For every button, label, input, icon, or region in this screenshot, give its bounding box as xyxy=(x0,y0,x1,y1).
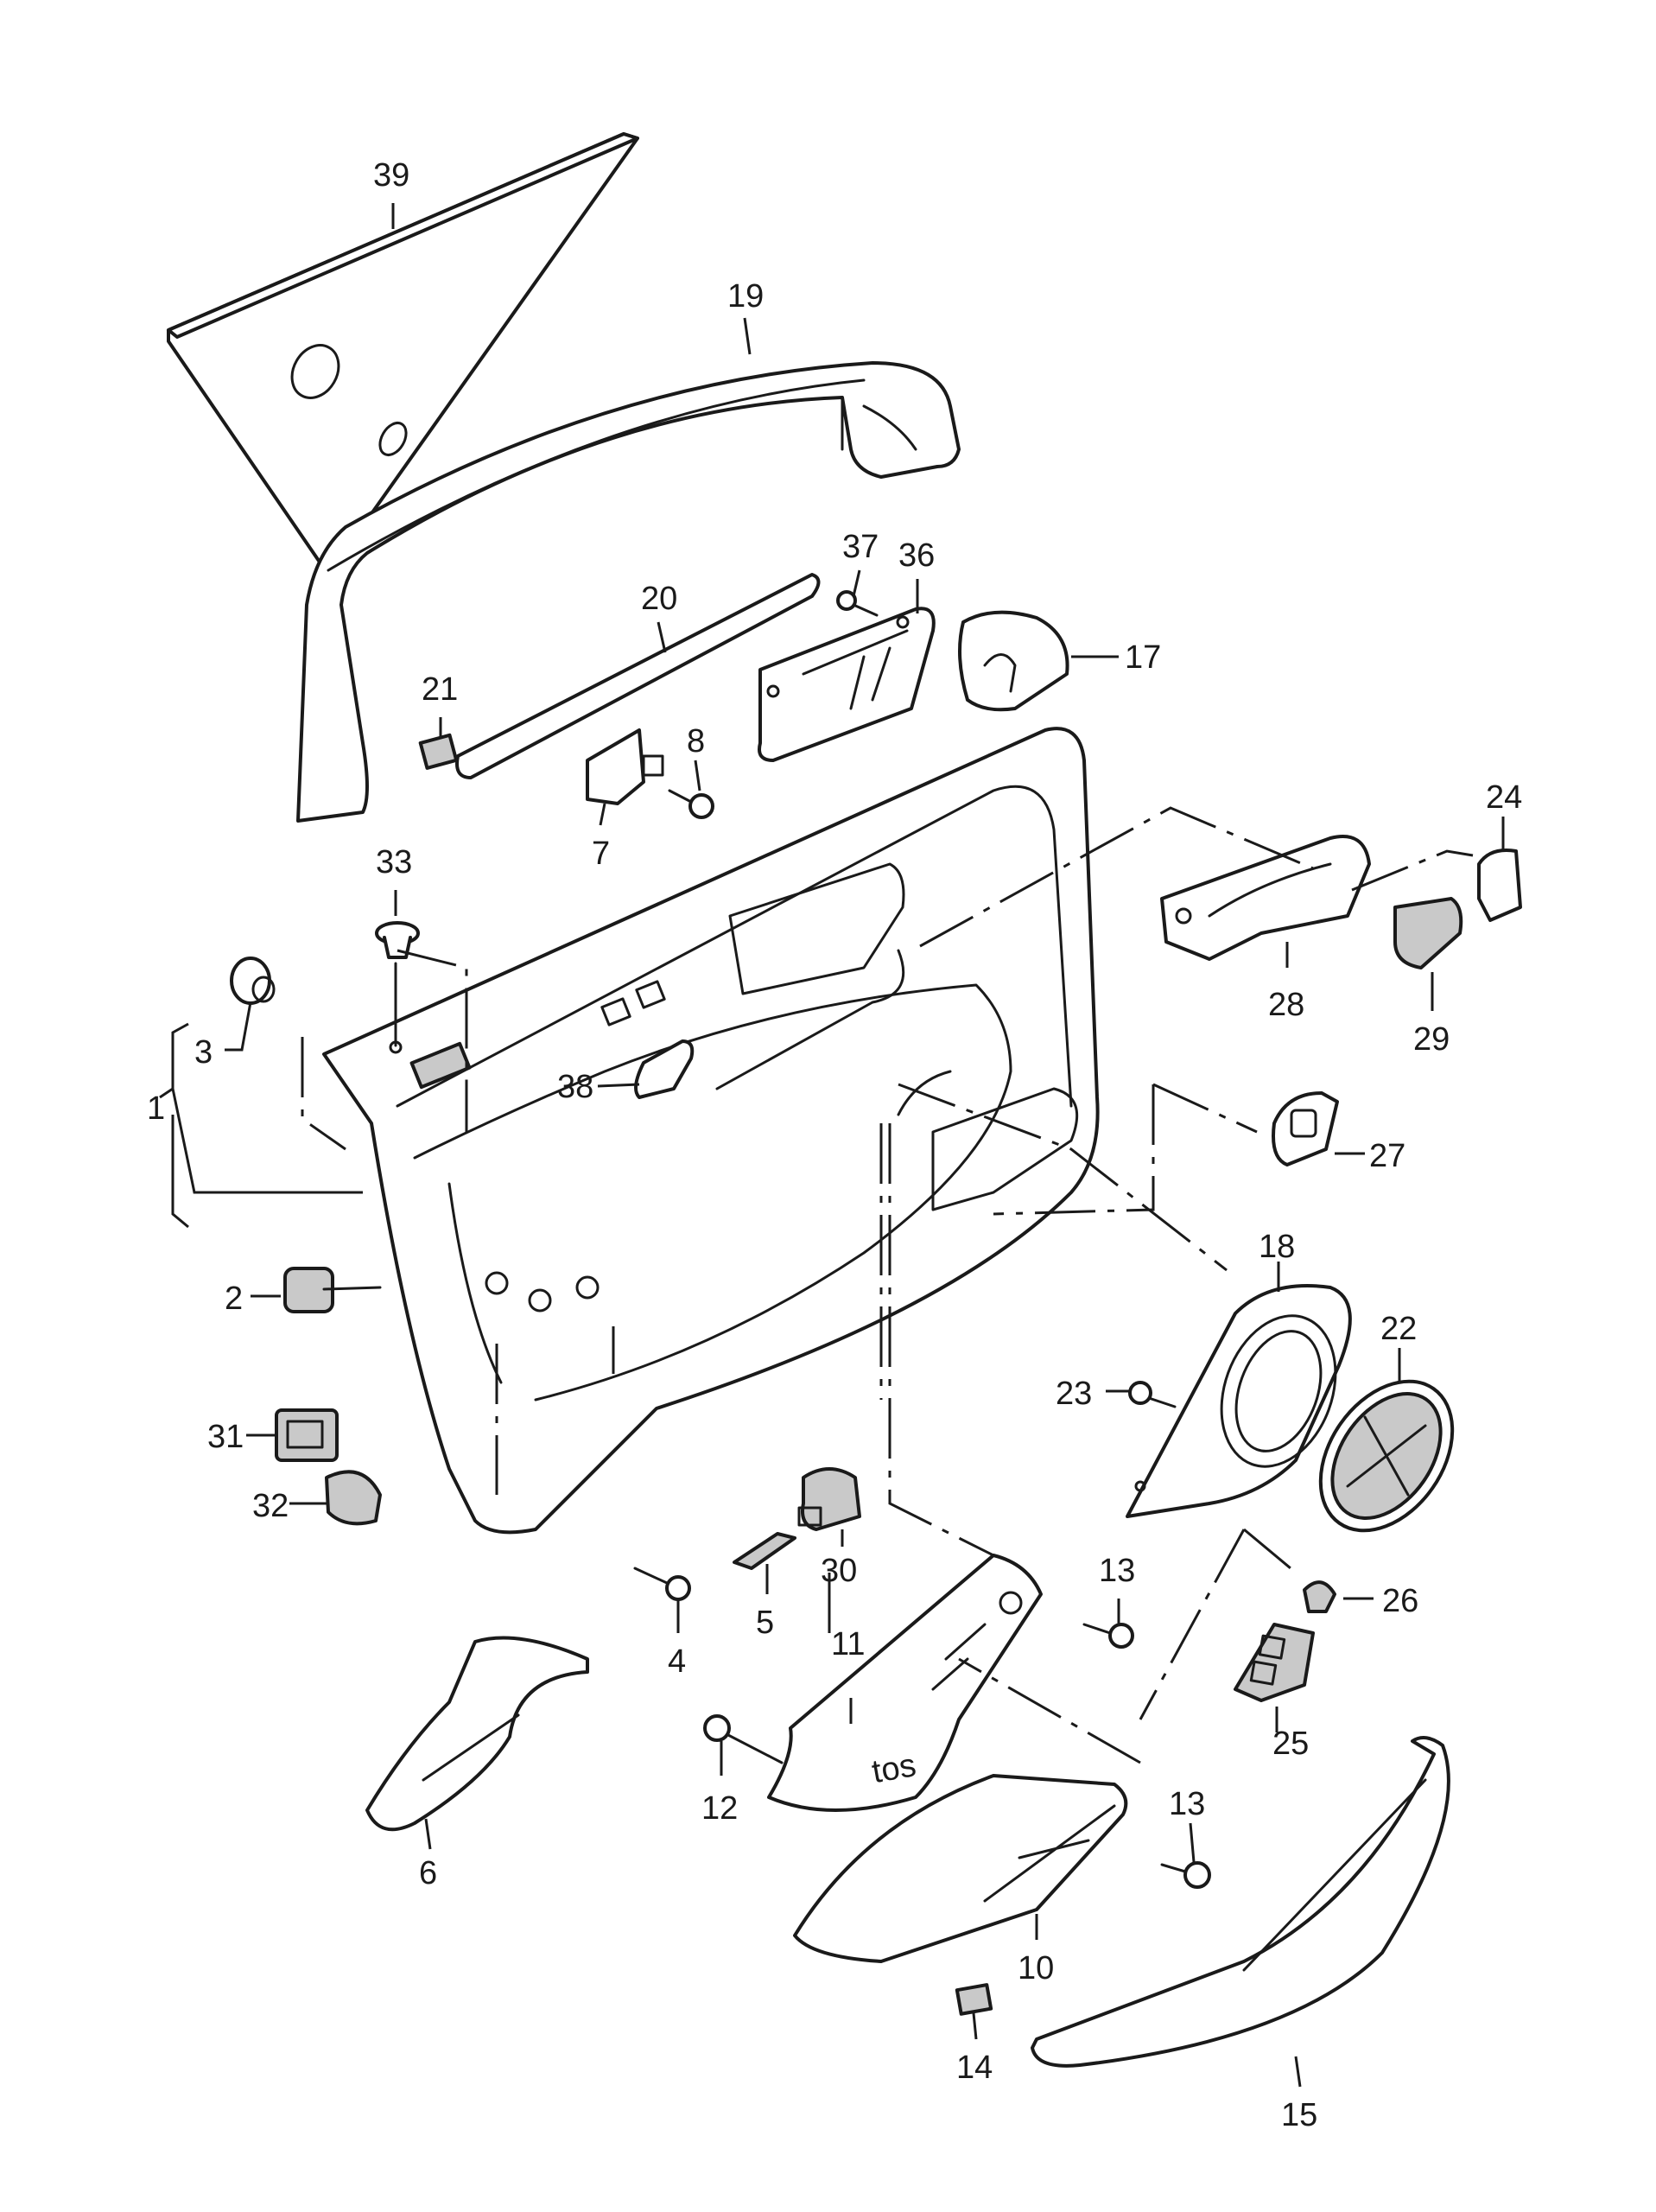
part-2-plug xyxy=(283,1267,382,1313)
part-29-switch xyxy=(1393,897,1463,969)
part-15-lower-trim-strip xyxy=(1031,1736,1450,2068)
callout-12: 12 xyxy=(701,1790,738,1827)
part-27-switch-frame xyxy=(1272,1091,1339,1166)
part-3-clip xyxy=(230,957,276,1005)
part-14-clip xyxy=(955,1983,993,2016)
callout-23: 23 xyxy=(1056,1376,1092,1412)
callout-36: 36 xyxy=(898,537,935,574)
part-22-speaker-grille xyxy=(1318,1379,1455,1533)
callout-28: 28 xyxy=(1268,987,1304,1023)
callout-18: 18 xyxy=(1259,1229,1295,1265)
part-21-clip xyxy=(418,733,459,770)
part-18-speaker-trim xyxy=(1126,1284,1352,1518)
callout-2: 2 xyxy=(225,1281,243,1317)
callout-26: 26 xyxy=(1382,1583,1418,1619)
callout-31: 31 xyxy=(207,1419,244,1455)
part-38-handle-frame xyxy=(634,1039,695,1099)
callout-3: 3 xyxy=(194,1034,213,1071)
callout-30: 30 xyxy=(821,1553,857,1589)
callout-25: 25 xyxy=(1272,1726,1309,1762)
part-12-screw xyxy=(703,1714,784,1764)
part-31-switch xyxy=(275,1408,339,1462)
callout-10: 10 xyxy=(1018,1950,1054,1986)
assembly-lines xyxy=(301,806,1474,1764)
callout-17: 17 xyxy=(1125,639,1161,676)
part-6-pocket-trim xyxy=(365,1636,589,1832)
callout-33: 33 xyxy=(376,844,412,880)
callout-14: 14 xyxy=(956,2050,993,2086)
part-24-cap xyxy=(1477,849,1522,922)
part-10-armrest xyxy=(793,1774,1128,1963)
callout-4: 4 xyxy=(668,1643,686,1680)
callouts: 39 19 37 36 20 17 21 8 7 33 24 28 29 3 1… xyxy=(147,157,1522,2133)
leader-lines xyxy=(159,203,1505,2088)
callout-5: 5 xyxy=(756,1605,774,1641)
callout-39: 39 xyxy=(373,157,409,194)
part-39-insulation-sheet xyxy=(167,132,639,576)
callout-38: 38 xyxy=(557,1069,593,1105)
callout-1: 1 xyxy=(147,1090,165,1127)
part-23-screw xyxy=(1128,1381,1177,1408)
svg-text:tos: tos xyxy=(869,1747,918,1790)
part-8-screw xyxy=(668,789,714,819)
part-13-screw-lower xyxy=(1160,1861,1211,1889)
callout-37: 37 xyxy=(842,529,879,565)
callout-8: 8 xyxy=(687,723,705,760)
part-32-lamp xyxy=(325,1470,382,1526)
callout-32: 32 xyxy=(252,1488,289,1524)
callout-27: 27 xyxy=(1369,1138,1405,1174)
callout-15: 15 xyxy=(1281,2097,1317,2133)
part-19-window-frame-trim xyxy=(296,361,961,823)
part-11-armrest-bracket: tos xyxy=(767,1554,1043,1812)
callout-21: 21 xyxy=(422,671,458,708)
callout-13-lower: 13 xyxy=(1169,1786,1205,1822)
callout-11: 11 xyxy=(831,1626,865,1662)
callout-6: 6 xyxy=(419,1855,437,1891)
part-7-bracket xyxy=(586,728,664,805)
callout-13-upper: 13 xyxy=(1099,1553,1135,1589)
part-17-cover-cap xyxy=(958,610,1069,712)
callout-24: 24 xyxy=(1486,779,1522,816)
part-25-window-switch xyxy=(1234,1623,1315,1702)
part-36-handle-bracket xyxy=(758,607,936,762)
callout-19: 19 xyxy=(727,278,764,315)
part-26-bracket xyxy=(1303,1580,1336,1613)
part-5-label-plate xyxy=(733,1532,796,1570)
part-37-screw xyxy=(836,590,879,617)
callout-7: 7 xyxy=(592,836,610,872)
part-13-screw-upper xyxy=(1082,1623,1134,1649)
part-28-inner-handle xyxy=(1160,835,1371,961)
part-4-screw xyxy=(633,1567,691,1601)
callout-29: 29 xyxy=(1413,1021,1450,1058)
callout-22: 22 xyxy=(1380,1311,1417,1347)
part-20-upper-trim-strip xyxy=(455,573,821,779)
part-30-connector xyxy=(797,1467,861,1531)
part-1-door-trim-panel xyxy=(322,727,1100,1535)
callout-20: 20 xyxy=(641,581,677,617)
